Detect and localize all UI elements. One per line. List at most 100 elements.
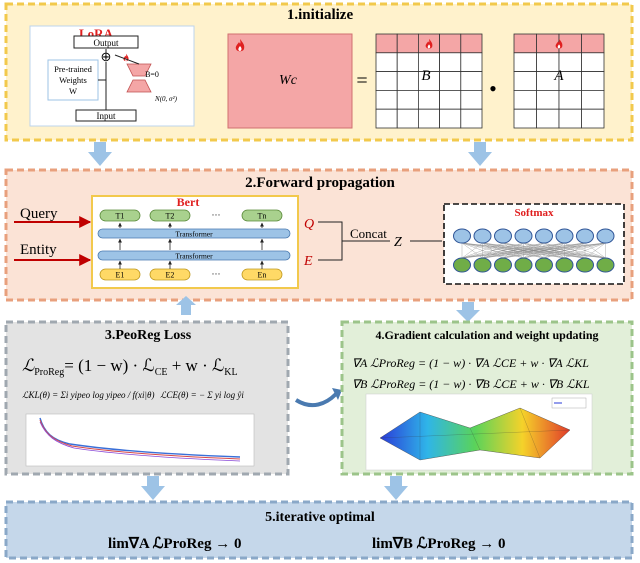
entity-label: Entity bbox=[20, 242, 57, 258]
softmax-node-bottom bbox=[514, 257, 533, 273]
b-matrix-cell bbox=[375, 52, 398, 72]
softmax-node-bottom bbox=[494, 257, 512, 273]
softmax-network bbox=[453, 228, 615, 273]
softmax-node-top bbox=[514, 228, 533, 244]
transformer-label-top: Transformer bbox=[175, 230, 213, 239]
iterative-panel bbox=[4, 500, 634, 560]
softmax-node-top bbox=[596, 228, 615, 244]
softmax-node-top bbox=[576, 228, 594, 244]
section-initialize: 1.initialize LoRA Output ⊕ Pre-trained W… bbox=[4, 2, 634, 142]
softmax-node-top bbox=[453, 228, 471, 244]
pretrained-weights-box bbox=[47, 59, 99, 101]
top-token-pill bbox=[99, 209, 141, 222]
query-label: Query bbox=[20, 206, 58, 222]
a-matrix-cell bbox=[581, 90, 605, 110]
e-label: E bbox=[303, 254, 313, 269]
b-matrix-cell bbox=[439, 90, 462, 110]
softmax-node-bottom bbox=[576, 257, 594, 273]
plus-circle-icon: ⊕ bbox=[101, 49, 112, 64]
b-matrix-cell bbox=[417, 90, 440, 110]
pretrained-line3: W bbox=[69, 86, 77, 96]
a-matrix-cell bbox=[581, 33, 605, 54]
softmax-node-bottom bbox=[555, 257, 574, 273]
b-matrix-cell bbox=[439, 71, 462, 91]
pretrained-line1: Pre-trained bbox=[54, 64, 93, 74]
a-matrix bbox=[513, 33, 605, 129]
iterative-formula-a: lim∇A ℒProReg → 0 bbox=[108, 536, 241, 552]
b-matrix-label: B bbox=[421, 68, 430, 84]
dot-operator: • bbox=[489, 76, 497, 101]
softmax-node-bottom bbox=[596, 257, 615, 273]
a-matrix-cell bbox=[536, 33, 560, 54]
softmax-node-top bbox=[555, 228, 574, 244]
top-token-label: T2 bbox=[166, 212, 175, 221]
b-matrix-cell bbox=[396, 108, 419, 129]
lora-diagram: LoRA Output ⊕ Pre-trained Weights W B=0 … bbox=[29, 25, 195, 127]
softmax-box bbox=[443, 203, 625, 285]
b-matrix-cell bbox=[375, 33, 398, 54]
b-matrix-cell bbox=[396, 71, 419, 91]
top-token-ellipsis: ··· bbox=[212, 210, 221, 220]
bottom-token-label: En bbox=[258, 271, 267, 280]
arrow-loss-to-iterative bbox=[141, 476, 165, 500]
a-matrix-cell bbox=[558, 108, 582, 129]
softmax-node-bottom bbox=[453, 257, 471, 273]
output-label: Output bbox=[93, 38, 119, 48]
wc-label: Wc bbox=[279, 73, 298, 88]
a-matrix-cell bbox=[581, 71, 605, 91]
softmax-node-top bbox=[535, 228, 553, 244]
lora-a-trapezoid bbox=[126, 79, 152, 93]
a-matrix-cell bbox=[513, 90, 537, 110]
bert-internal-arrows bbox=[118, 222, 264, 269]
b-matrix bbox=[375, 33, 483, 129]
arrow-init-to-forward-left bbox=[88, 142, 112, 166]
loss-title: 3.PeoReg Loss bbox=[105, 328, 192, 343]
a-matrix-cell bbox=[513, 108, 537, 129]
loss-main-formula: ℒProReg= (1 − w) · ℒCE + w · ℒKL bbox=[22, 356, 238, 378]
softmax-node-bottom bbox=[535, 257, 553, 273]
equals-sign: = bbox=[356, 70, 367, 92]
lora-a-label: N(0, σ²) bbox=[154, 95, 178, 103]
concat-label: Concat bbox=[350, 226, 387, 241]
lora-b-trapezoid bbox=[126, 63, 152, 77]
section-forward-propagation: 2.Forward propagation Query Entity Bert … bbox=[4, 168, 634, 302]
forward-title: 2.Forward propagation bbox=[245, 175, 395, 191]
top-token-label: T1 bbox=[116, 212, 125, 221]
a-matrix-cell bbox=[558, 33, 582, 54]
loss-to-gradient-curve-arrow bbox=[294, 392, 338, 408]
lora-b-label: B=0 bbox=[145, 70, 159, 79]
b-matrix-cell bbox=[375, 90, 398, 110]
a-matrix-cell bbox=[581, 108, 605, 129]
top-token-pill bbox=[241, 209, 283, 222]
a-matrix-label: A bbox=[553, 68, 564, 84]
transformer-layer-bottom bbox=[97, 250, 291, 261]
q-label: Q bbox=[304, 217, 314, 232]
b-matrix-cell bbox=[396, 52, 419, 72]
transformer-layer-top bbox=[97, 228, 291, 239]
a-matrix-cell bbox=[581, 52, 605, 72]
output-box bbox=[73, 35, 139, 49]
iterative-formula-b: lim∇B ℒProReg → 0 bbox=[372, 536, 505, 552]
b-matrix-cell bbox=[396, 90, 419, 110]
loss-plot-frame bbox=[25, 413, 255, 467]
a-matrix-cell bbox=[513, 33, 537, 54]
b-matrix-cell bbox=[375, 71, 398, 91]
ce-formula: ℒCE(θ) = − Σ yi log ŷi bbox=[160, 390, 244, 400]
a-matrix-cell bbox=[536, 90, 560, 110]
softmax-label: Softmax bbox=[514, 207, 554, 219]
b-matrix-cell bbox=[460, 52, 483, 72]
a-matrix-cell bbox=[513, 52, 537, 72]
wc-matrix bbox=[227, 33, 353, 129]
loss-curve-purple bbox=[39, 421, 241, 462]
bottom-token-label: E2 bbox=[166, 271, 175, 280]
b-matrix-cell bbox=[460, 90, 483, 110]
pretrained-line2: Weights bbox=[59, 75, 87, 85]
b-matrix-cell bbox=[375, 108, 398, 129]
gradient-title: 4.Gradient calculation and weight updati… bbox=[375, 328, 598, 342]
bottom-token-ellipsis: ··· bbox=[212, 269, 221, 279]
softmax-node-bottom bbox=[473, 257, 492, 273]
section-iterative-optimal: 5.iterative optimal lim∇A ℒProReg → 0 li… bbox=[4, 500, 634, 560]
input-box bbox=[75, 109, 137, 122]
z-label: Z bbox=[394, 235, 402, 250]
